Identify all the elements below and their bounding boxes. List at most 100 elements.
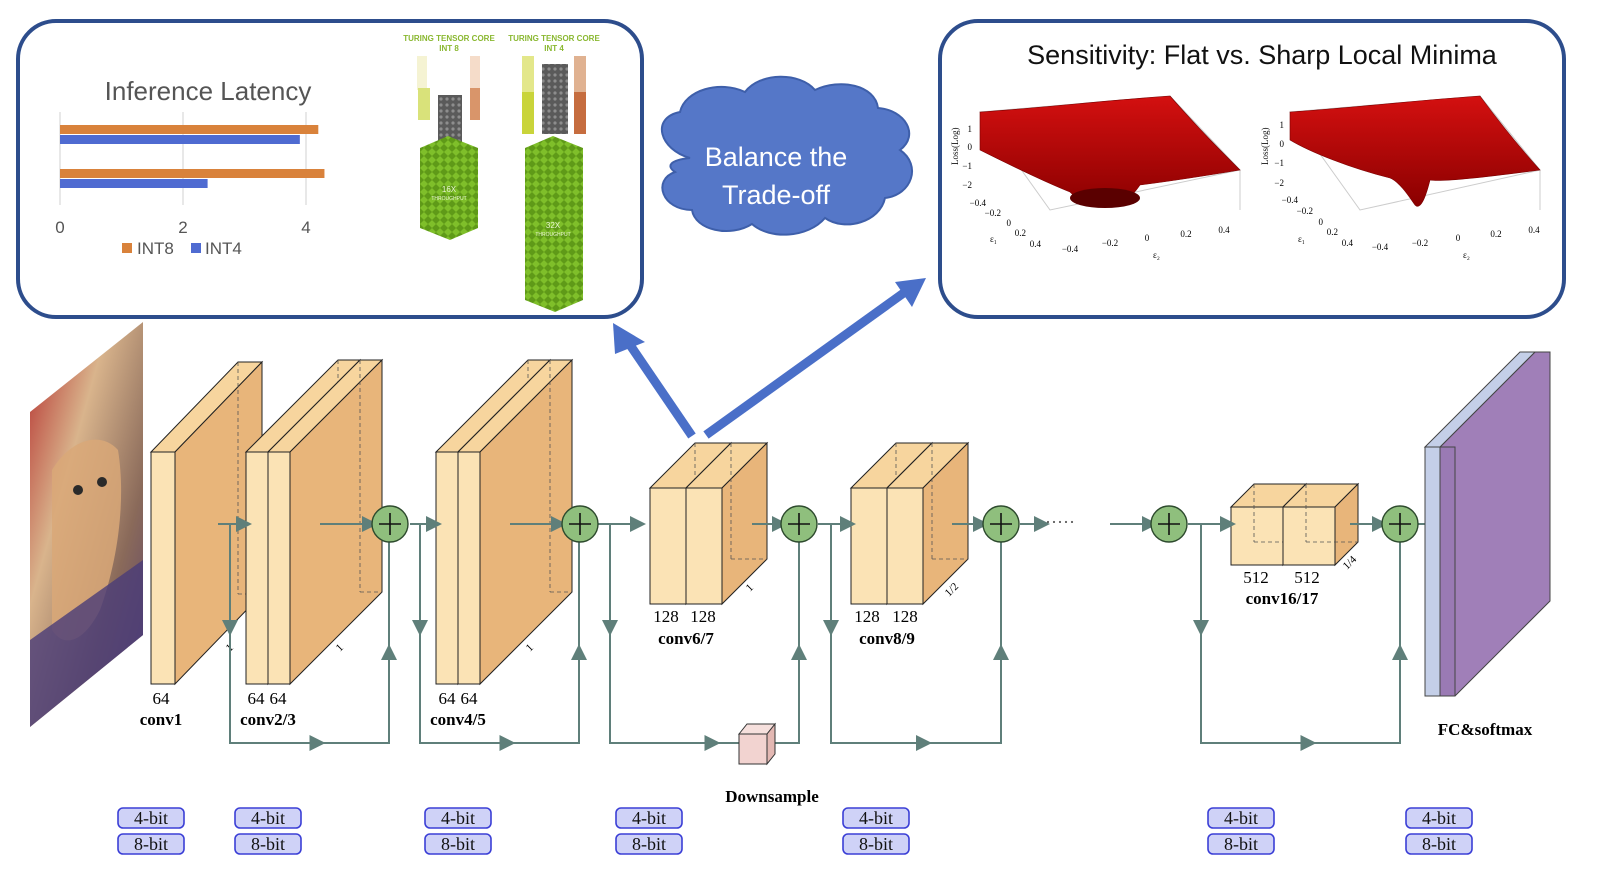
sensitivity-panel-frame (938, 19, 1566, 319)
bit-badge-label: 4-bit (1224, 808, 1258, 828)
tensor-core-int8-throughput-label: THROUGHPUT (431, 196, 466, 202)
sharp-xlabel: ε₂ (1463, 250, 1470, 260)
bit-badge-4bit: 4-bit (842, 807, 910, 829)
bit-badge-4bit: 4-bit (117, 807, 185, 829)
sharp-ztick-1: 0 (1280, 139, 1285, 149)
balance-tradeoff-cloud: Balance the Trade-off (660, 75, 913, 236)
sharp-surface (1289, 95, 1541, 207)
legend-swatch-int8 (122, 243, 132, 253)
sensitivity-title: Sensitivity: Flat vs. Sharp Local Minima (1027, 40, 1498, 70)
flat-ztick-3: −2 (962, 180, 972, 190)
conv4-5-label: conv4/5 (430, 710, 486, 729)
legend-label-int8: INT8 (137, 239, 174, 258)
conv7-channels: 128 (690, 607, 716, 626)
bit-badge-8bit: 8-bit (117, 833, 185, 855)
sharp-ytick-0: −0.4 (1282, 195, 1299, 205)
bit-badge-8bit: 8-bit (842, 833, 910, 855)
latency-bar-int8 (60, 125, 319, 134)
conv8-channels: 128 (854, 607, 880, 626)
flat-ylabel: ε₁ (990, 234, 997, 244)
tensor-core-int4-title: TURING TENSOR CORE (508, 34, 600, 43)
bit-badge-label: 8-bit (1422, 834, 1456, 854)
conv2-channels: 64 (248, 689, 266, 708)
latency-panel-frame (16, 19, 644, 319)
sharp-ylabel: ε₁ (1298, 234, 1305, 244)
conv16-17-label: conv16/17 (1246, 589, 1319, 608)
sharp-xtick-2: 0 (1456, 233, 1461, 243)
conv4-5-scale: 1 (524, 642, 536, 654)
cloud-text-line2: Trade-off (722, 180, 831, 210)
sharp-ytick-1: −0.2 (1297, 206, 1313, 216)
flat-xlabel: ε₂ (1153, 250, 1160, 260)
bit-badge-8bit: 8-bit (615, 833, 683, 855)
bit-badge-8bit: 8-bit (1405, 833, 1473, 855)
bit-badge-label: 4-bit (441, 808, 475, 828)
conv2-3-label: conv2/3 (240, 710, 296, 729)
bit-badge-4bit: 4-bit (234, 807, 302, 829)
bit-badge-8bit: 8-bit (424, 833, 492, 855)
conv8-9-label: conv8/9 (859, 629, 915, 648)
tensor-core-int4-throughput-label: THROUGHPUT (535, 232, 570, 238)
tensor-core-int4-illustration: TURING TENSOR CORE INT 4 32X THROUGHPUT (508, 34, 600, 312)
latency-bar-int4 (60, 179, 208, 188)
downsample-label: Downsample (725, 787, 819, 806)
addition-node-6 (1381, 505, 1419, 543)
flat-zlabel: Loss(Log) (950, 128, 960, 166)
flat-xtick-0: −0.4 (1062, 244, 1079, 254)
bit-badge-4bit: 4-bit (1207, 807, 1275, 829)
sharp-ytick-4: 0.4 (1342, 238, 1354, 248)
flat-minimum-plot: Loss(Log) 1 0 −1 −2 −0.4 −0.2 0 0.2 0.4 … (950, 95, 1241, 260)
conv7-slab (684, 441, 769, 606)
flat-ytick-3: 0.2 (1015, 228, 1026, 238)
flat-ztick-2: −1 (962, 161, 972, 171)
sharp-ztick-2: −1 (1274, 158, 1284, 168)
tensor-core-int4-throughput: 32X (546, 221, 561, 230)
sharp-xtick-3: 0.2 (1490, 229, 1501, 239)
bit-badge-4bit: 4-bit (615, 807, 683, 829)
flat-ztick-1: 0 (968, 142, 973, 152)
tensor-core-int8-subtitle: INT 8 (439, 44, 459, 53)
conv1-label: conv1 (140, 710, 183, 729)
conv5-channels: 64 (461, 689, 479, 708)
conv6-7-label: conv6/7 (658, 629, 714, 648)
legend-label-int4: INT4 (205, 239, 242, 258)
tensor-core-int8-illustration: TURING TENSOR CORE INT 8 16X THROUGHPUT (403, 34, 495, 240)
conv9-channels: 128 (892, 607, 918, 626)
downsample-cube: Downsample (725, 722, 819, 806)
flat-xtick-1: −0.2 (1102, 238, 1118, 248)
conv4-channels: 64 (439, 689, 457, 708)
flat-ztick-0: 1 (968, 124, 973, 134)
bit-badge-8bit: 8-bit (1207, 833, 1275, 855)
flat-ytick-1: −0.2 (985, 208, 1001, 218)
arrow-to-latency-shaft (624, 339, 696, 439)
conv17-channels: 512 (1294, 568, 1320, 587)
conv5-slab (456, 358, 574, 686)
fc-softmax-block: FC&softmax (1423, 351, 1551, 739)
conv16-channels: 512 (1243, 568, 1269, 587)
tradeoff-arrows (613, 278, 926, 439)
sharp-minimum-plot: Loss(Log) 1 0 −1 −2 −0.4 −0.2 0 0.2 0.4 … (1260, 95, 1541, 260)
latency-x-tick: 4 (301, 218, 310, 237)
conv3-channels: 64 (270, 689, 288, 708)
addition-node-4 (982, 505, 1020, 543)
sharp-xtick-0: −0.4 (1372, 242, 1389, 252)
sharp-ztick-3: −2 (1274, 178, 1284, 188)
conv9-slab (885, 441, 970, 606)
sharp-ytick-2: 0 (1319, 217, 1324, 227)
flat-xtick-4: 0.4 (1218, 225, 1230, 235)
flat-xtick-2: 0 (1145, 233, 1150, 243)
flat-surface (979, 95, 1241, 208)
bit-badge-8bit: 8-bit (234, 833, 302, 855)
bit-badge-label: 4-bit (1422, 808, 1456, 828)
bit-width-badges: 4-bit 8-bit 4-bit 8-bit 4-bit 8-bit 4-bit 8-bit… (117, 807, 1473, 855)
bit-badge-label: 4-bit (134, 808, 168, 828)
flat-ytick-4: 0.4 (1030, 239, 1042, 249)
conv8-9-scale: 1/2 (943, 581, 961, 599)
bit-badge-label: 8-bit (859, 834, 893, 854)
conv6-channels: 128 (653, 607, 679, 626)
conv6-7-scale: 1 (744, 582, 756, 594)
